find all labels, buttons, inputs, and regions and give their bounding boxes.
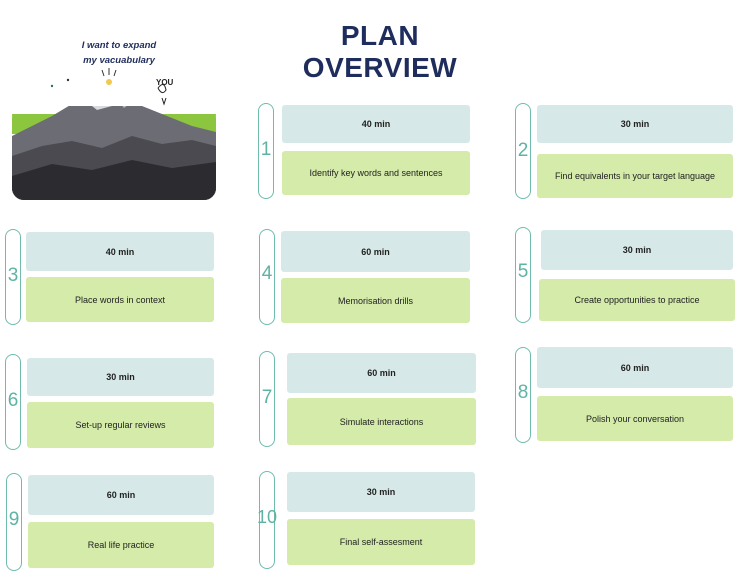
step-card-1: 1 40 min Identify key words and sentence… bbox=[258, 103, 474, 199]
step-card-5: 5 30 min Create opportunities to practic… bbox=[515, 227, 737, 323]
step-bracket bbox=[515, 227, 531, 323]
step-number: 1 bbox=[260, 139, 272, 160]
hero-caption: I want to expand my vacuabulary bbox=[64, 38, 174, 68]
step-number: 6 bbox=[7, 390, 19, 411]
step-duration: 30 min bbox=[27, 358, 214, 396]
hero-caption-line-2: my vacuabulary bbox=[83, 55, 155, 66]
step-number: 8 bbox=[517, 382, 529, 403]
step-task: Identify key words and sentences bbox=[282, 151, 470, 195]
step-task: Final self-assesment bbox=[287, 519, 475, 565]
step-card-8: 8 60 min Polish your conversation bbox=[515, 347, 737, 443]
step-card-6: 6 30 min Set-up regular reviews bbox=[5, 354, 217, 450]
step-card-2: 2 30 min Find equivalents in your target… bbox=[515, 103, 737, 199]
step-bracket bbox=[5, 229, 21, 325]
step-bracket bbox=[515, 347, 531, 443]
step-task: Polish your conversation bbox=[537, 396, 733, 441]
hero-caption-line-1: I want to expand bbox=[81, 40, 157, 51]
step-number: 3 bbox=[7, 265, 19, 286]
step-bracket bbox=[5, 354, 21, 450]
step-bracket bbox=[259, 471, 275, 569]
step-bracket bbox=[259, 229, 275, 325]
step-card-9: 9 60 min Real life practice bbox=[6, 473, 217, 571]
hero-illustration: I want to expand my vacuabulary YOU bbox=[12, 36, 216, 200]
step-number: 7 bbox=[261, 387, 273, 408]
step-task: Find equivalents in your target language bbox=[537, 154, 733, 198]
step-task: Real life practice bbox=[28, 522, 214, 568]
step-card-4: 4 60 min Memorisation drills bbox=[259, 229, 472, 325]
step-duration: 40 min bbox=[282, 105, 470, 143]
step-task: Memorisation drills bbox=[281, 278, 470, 323]
step-bracket bbox=[6, 473, 22, 571]
step-bracket bbox=[515, 103, 531, 199]
page-title: PLAN OVERVIEW bbox=[302, 20, 458, 83]
step-duration: 60 min bbox=[28, 475, 214, 515]
step-duration: 60 min bbox=[537, 347, 733, 388]
step-bracket bbox=[258, 103, 274, 199]
step-number: 4 bbox=[261, 263, 273, 284]
step-number: 10 bbox=[256, 507, 278, 527]
step-duration: 40 min bbox=[26, 232, 214, 271]
step-number: 9 bbox=[8, 509, 20, 530]
step-number: 5 bbox=[517, 261, 529, 282]
step-duration: 60 min bbox=[281, 231, 470, 272]
you-label: YOU bbox=[156, 78, 174, 87]
step-card-10: 10 30 min Final self-assesment bbox=[257, 471, 477, 569]
step-bracket bbox=[259, 351, 275, 447]
step-card-3: 3 40 min Place words in context bbox=[5, 229, 217, 325]
step-task: Simulate interactions bbox=[287, 398, 476, 445]
step-number: 2 bbox=[517, 140, 529, 161]
step-task: Place words in context bbox=[26, 277, 214, 322]
step-duration: 30 min bbox=[541, 230, 733, 270]
step-duration: 30 min bbox=[287, 472, 475, 512]
step-duration: 60 min bbox=[287, 353, 476, 393]
step-duration: 30 min bbox=[537, 105, 733, 143]
mountain-illustration bbox=[12, 68, 216, 200]
step-task: Set-up regular reviews bbox=[27, 402, 214, 448]
step-task: Create opportunities to practice bbox=[539, 279, 735, 321]
step-card-7: 7 60 min Simulate interactions bbox=[259, 351, 477, 447]
